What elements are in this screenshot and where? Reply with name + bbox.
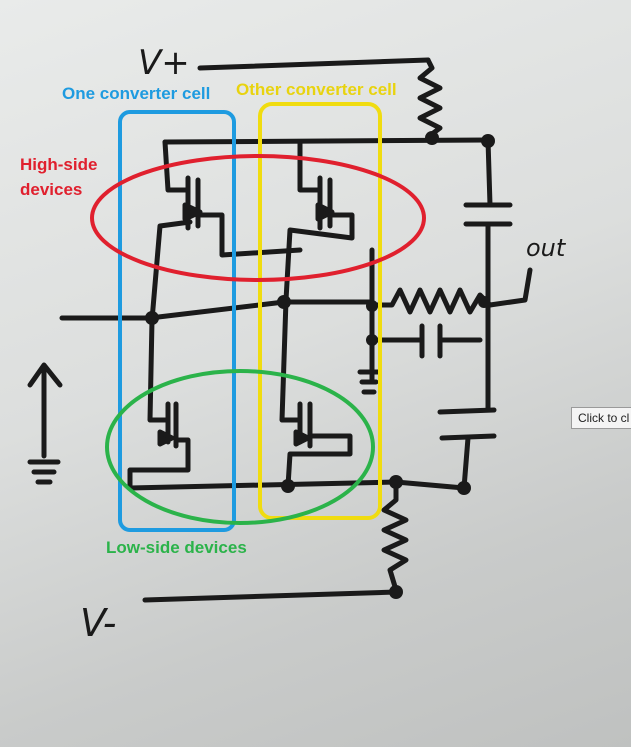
low-side-devices-label: Low-side devices bbox=[106, 538, 247, 557]
high-side-devices-label: High-side devices bbox=[20, 155, 98, 199]
bottom-capacitor bbox=[437, 407, 497, 441]
top-resistor bbox=[417, 57, 443, 143]
tooltip-text: Click to cl bbox=[578, 411, 630, 425]
input-arrow bbox=[27, 362, 63, 459]
one-converter-cell-label: One converter cell bbox=[62, 84, 211, 103]
right-lowside-mosfet bbox=[285, 433, 353, 489]
ground-symbol bbox=[27, 459, 61, 485]
left-highside-mosfet bbox=[149, 139, 303, 323]
other-converter-cell-label: Other converter cell bbox=[236, 80, 397, 99]
other-cell-box bbox=[258, 102, 382, 520]
out-text: out bbox=[526, 234, 567, 262]
junction-dots bbox=[145, 131, 495, 599]
vplus-wire bbox=[197, 57, 431, 71]
small-capacitor bbox=[369, 323, 483, 359]
vminus-wire bbox=[142, 589, 399, 603]
high-side-ellipse bbox=[90, 154, 426, 282]
click-tooltip[interactable]: Click to cl bbox=[571, 407, 631, 429]
vminus-text: V- bbox=[80, 601, 116, 645]
one-cell-box bbox=[118, 110, 236, 532]
bottom-bus bbox=[127, 479, 467, 491]
low-side-ellipse bbox=[105, 369, 375, 525]
right-highside-mosfet bbox=[283, 139, 355, 303]
vplus-text: V+ bbox=[138, 43, 190, 83]
bottom-resistor bbox=[381, 479, 409, 593]
top-bus bbox=[162, 137, 491, 145]
top-capacitor bbox=[463, 202, 513, 227]
midline bbox=[59, 299, 375, 321]
out-resistor bbox=[369, 287, 493, 315]
left-lowside-mosfet bbox=[127, 437, 191, 489]
